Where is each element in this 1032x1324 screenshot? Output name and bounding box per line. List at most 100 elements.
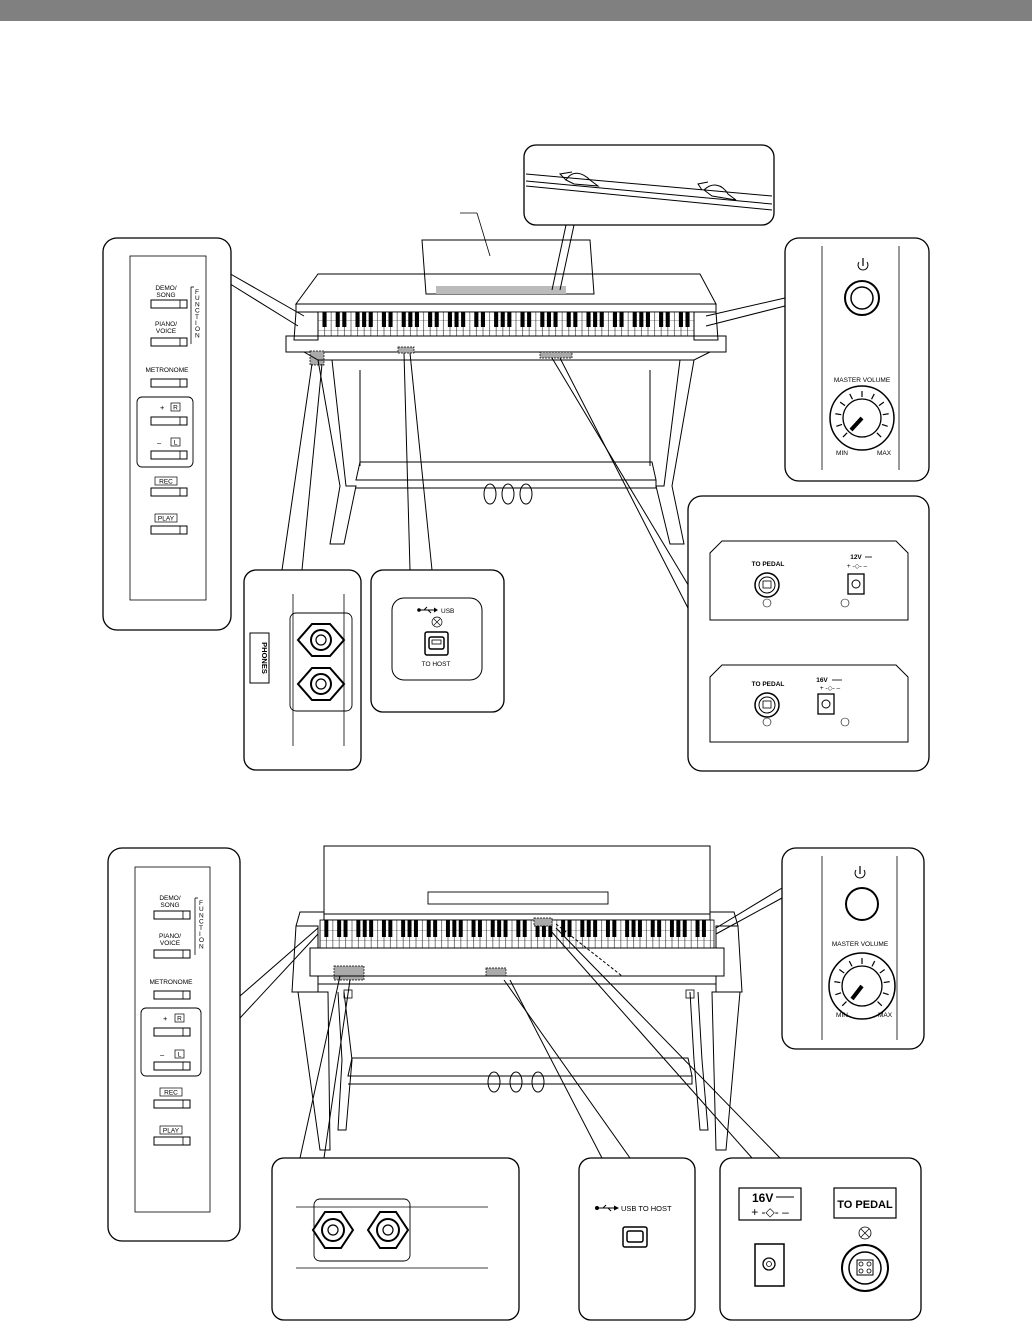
svg-text:PLAY: PLAY	[163, 1128, 180, 1135]
volume-tick	[882, 413, 889, 416]
ground-icon	[858, 1226, 872, 1240]
plus-r-button-2[interactable]	[153, 1027, 191, 1037]
svg-text:16V: 16V	[752, 1191, 773, 1205]
black-key	[490, 920, 495, 937]
piano-voice-button[interactable]	[150, 337, 188, 347]
black-key	[639, 312, 644, 327]
black-key	[659, 312, 664, 327]
metronome-button-2[interactable]	[153, 990, 191, 1000]
black-key	[362, 920, 367, 937]
black-key	[586, 312, 591, 327]
black-key	[612, 312, 617, 327]
minus-l-button[interactable]	[150, 450, 188, 460]
svg-text:MIN: MIN	[836, 450, 848, 457]
black-key	[507, 312, 512, 327]
volume-tick	[835, 413, 842, 416]
demo-song-label: DEMO/SONG	[155, 285, 177, 299]
black-key	[682, 920, 687, 937]
black-key	[546, 312, 551, 327]
dc-in-jack-16v-2[interactable]	[754, 1243, 785, 1287]
plus-r-button[interactable]	[150, 416, 188, 426]
rec-button-2[interactable]	[153, 1099, 191, 1109]
black-key	[701, 920, 706, 937]
volume-tick	[879, 969, 886, 974]
black-key	[650, 920, 655, 937]
black-key	[356, 920, 361, 937]
black-key	[335, 312, 340, 327]
volume-tick	[870, 393, 875, 400]
volume-tick	[876, 432, 882, 438]
black-key	[322, 312, 327, 327]
black-key	[535, 920, 540, 937]
black-key	[461, 312, 466, 327]
black-key	[494, 312, 499, 327]
volume-tick	[839, 401, 846, 407]
black-key	[522, 920, 527, 937]
svg-text:–: –	[157, 438, 162, 447]
cable-clip-zoom	[523, 144, 775, 226]
minus-l-button-2[interactable]	[153, 1061, 191, 1071]
leader-lines-top	[226, 224, 786, 613]
usb-panel-top: USB TO HOST	[370, 569, 505, 713]
demo-song-button-2[interactable]	[153, 910, 191, 920]
black-key	[503, 920, 508, 937]
black-key	[540, 312, 545, 327]
volume-tick	[878, 401, 885, 407]
black-key	[561, 920, 566, 937]
black-key	[445, 920, 450, 937]
black-key	[343, 920, 348, 937]
black-key	[695, 920, 700, 937]
master-volume-label: MASTER VOLUME	[834, 377, 891, 384]
black-key	[612, 920, 617, 937]
phones-jack-3[interactable]	[311, 1211, 355, 1249]
black-key	[632, 312, 637, 327]
svg-text:+ -◇- –: + -◇- –	[847, 563, 868, 570]
rec-button[interactable]	[150, 487, 188, 497]
svg-text:MIN: MIN	[836, 1012, 848, 1019]
black-key	[657, 920, 662, 937]
black-key	[593, 312, 598, 327]
upper-piano-illustration	[285, 212, 727, 545]
svg-text:TO PEDAL: TO PEDAL	[752, 681, 785, 688]
black-key	[408, 312, 413, 327]
phones-jack-4[interactable]	[366, 1211, 410, 1249]
svg-text:REC: REC	[164, 1090, 178, 1097]
demo-song-button[interactable]	[150, 299, 188, 309]
black-key	[541, 920, 546, 937]
lower-piano-illustration	[291, 845, 743, 1151]
power-switch-2[interactable]	[845, 887, 879, 921]
svg-text:DEMO/SONG: DEMO/SONG	[159, 895, 181, 909]
black-key	[454, 312, 459, 327]
black-key	[645, 312, 650, 327]
svg-text:+ -◇- –: + -◇- –	[751, 1205, 789, 1219]
volume-tick	[836, 423, 843, 427]
volume-tick	[834, 981, 841, 984]
play-button-2[interactable]	[153, 1136, 191, 1146]
dc-in-jack-12v[interactable]	[847, 573, 865, 595]
svg-text:MAX: MAX	[877, 450, 892, 457]
phones-jack-1[interactable]	[296, 623, 346, 657]
phones-jack-2[interactable]	[296, 667, 346, 701]
svg-text:METRONOME: METRONOME	[150, 979, 194, 986]
to-pedal-jack-3[interactable]	[841, 1244, 889, 1292]
dc-in-jack-16v[interactable]	[817, 693, 835, 715]
play-button[interactable]	[150, 525, 188, 535]
black-key	[474, 312, 479, 327]
volume-tick	[841, 1001, 847, 1007]
black-key	[548, 920, 553, 937]
piano-voice-button-2[interactable]	[153, 949, 191, 959]
power-icon	[854, 866, 866, 879]
volume-tick	[835, 992, 842, 996]
phones-label: PHONES	[260, 642, 269, 674]
black-key	[580, 920, 585, 937]
volume-tick	[842, 432, 848, 438]
black-key	[414, 312, 419, 327]
black-key	[362, 312, 367, 327]
black-key	[381, 920, 386, 937]
svg-text:TO PEDAL: TO PEDAL	[752, 561, 785, 568]
to-pedal-jack-1[interactable]	[754, 572, 780, 598]
to-pedal-jack-2[interactable]	[754, 692, 780, 718]
black-key	[599, 312, 604, 327]
metronome-button[interactable]	[150, 378, 188, 388]
